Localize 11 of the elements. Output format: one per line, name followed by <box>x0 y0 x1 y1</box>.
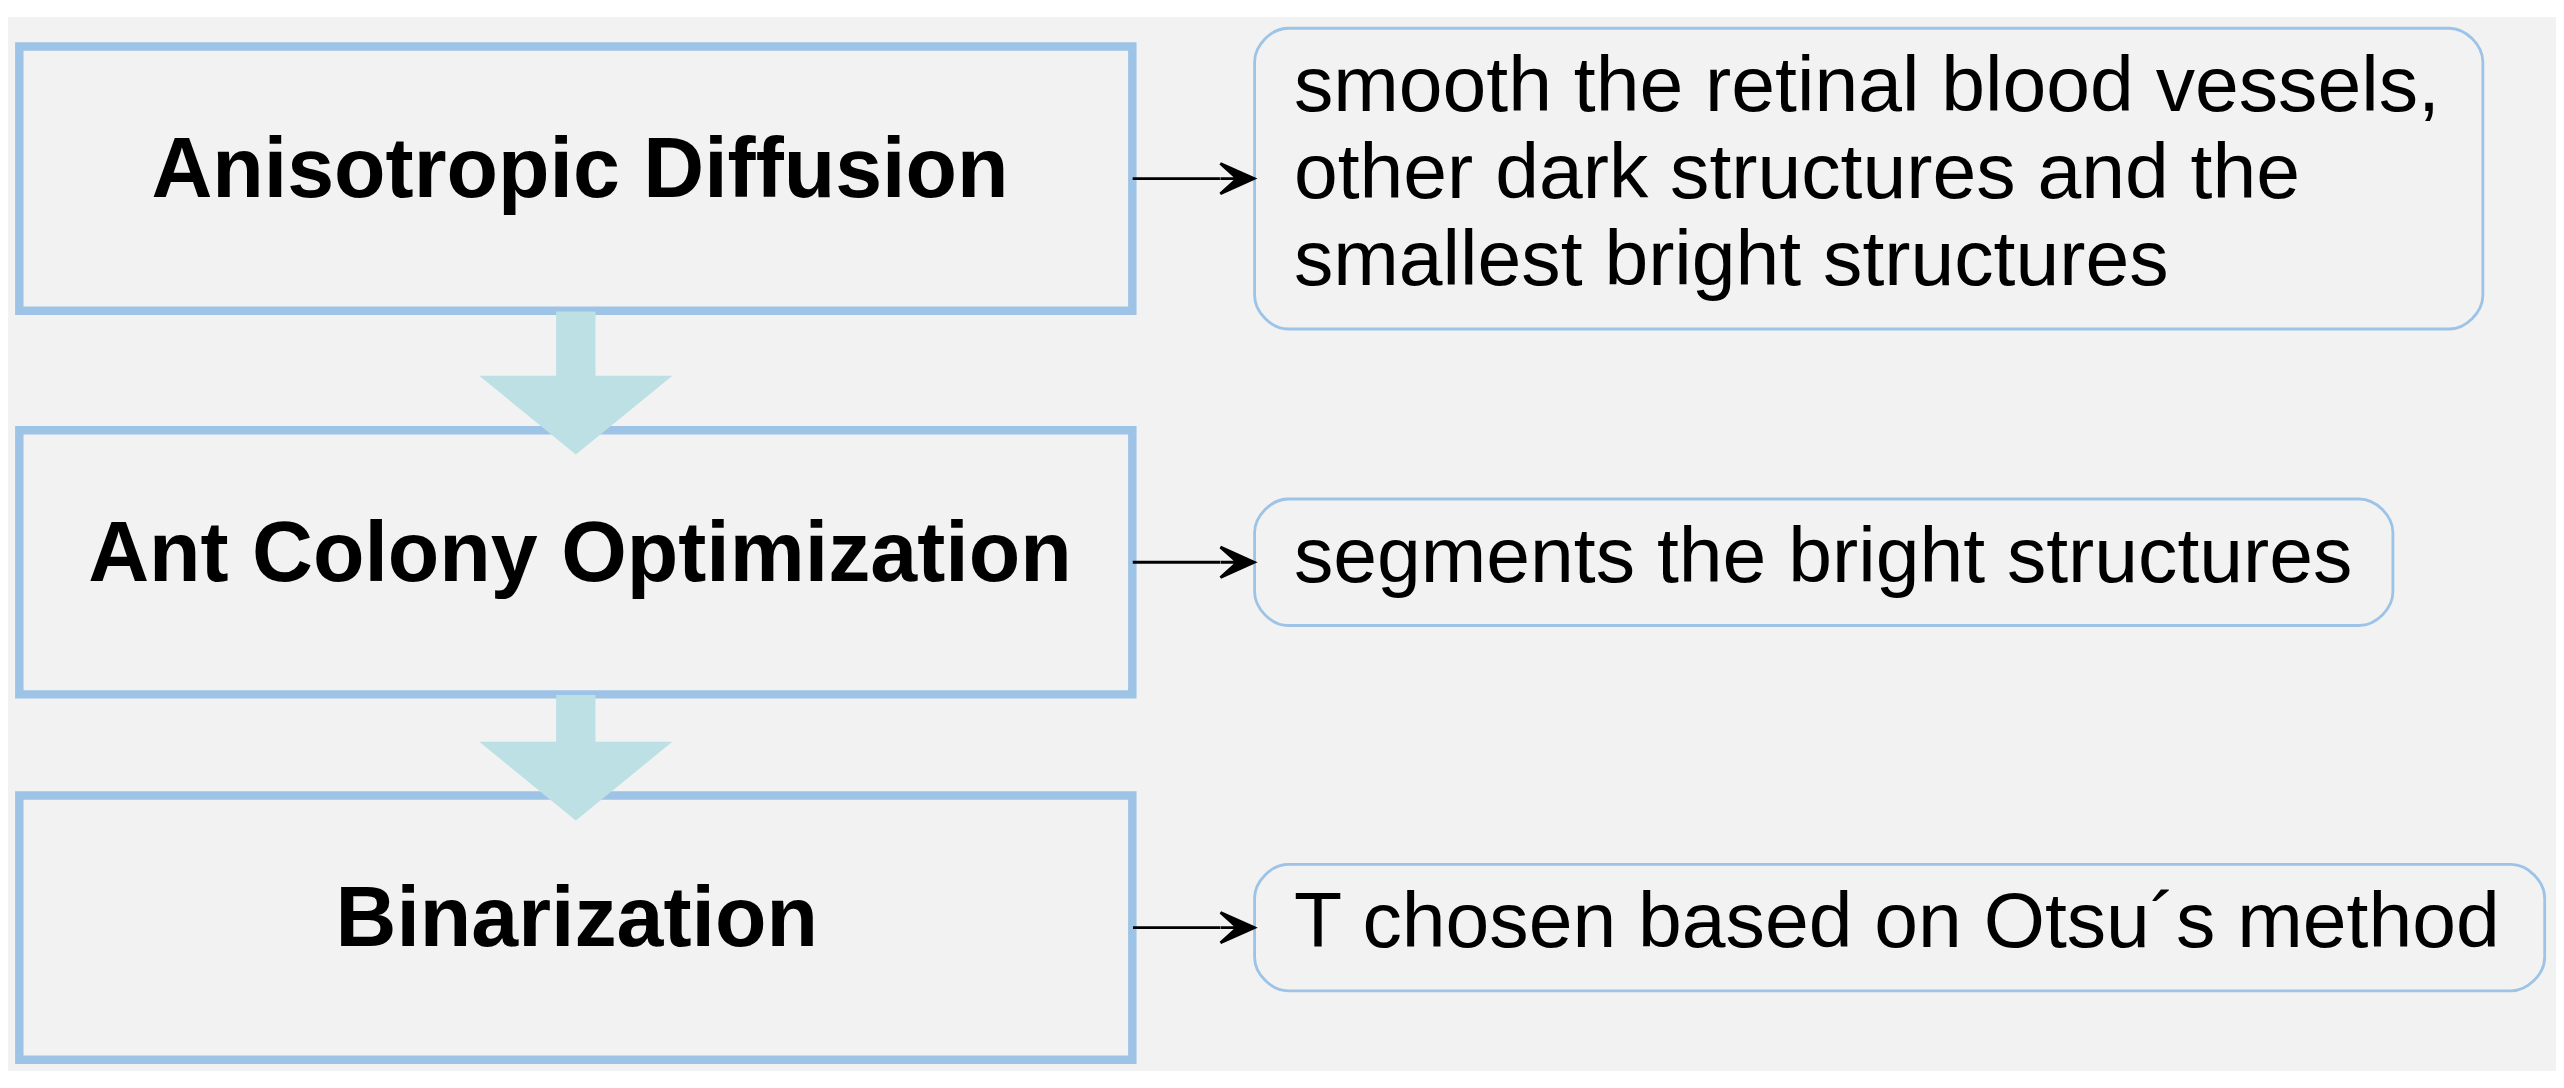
arrow <box>479 311 673 455</box>
node-box: T chosen based on Otsu´s method <box>1253 863 2547 993</box>
node-box: smooth the retinal blood vessels, other dark structures and the smallest bright structures <box>1253 26 2485 331</box>
arrow <box>1133 911 1256 945</box>
arrow <box>479 694 673 821</box>
node-box: Ant Colony Optimization <box>15 425 1137 699</box>
node-box: segments the bright structures <box>1253 497 2395 627</box>
node-box: Anisotropic Diffusion <box>15 42 1137 315</box>
arrow <box>1132 162 1256 196</box>
arrow <box>1132 545 1256 579</box>
node-box: Binarization <box>15 791 1137 1064</box>
